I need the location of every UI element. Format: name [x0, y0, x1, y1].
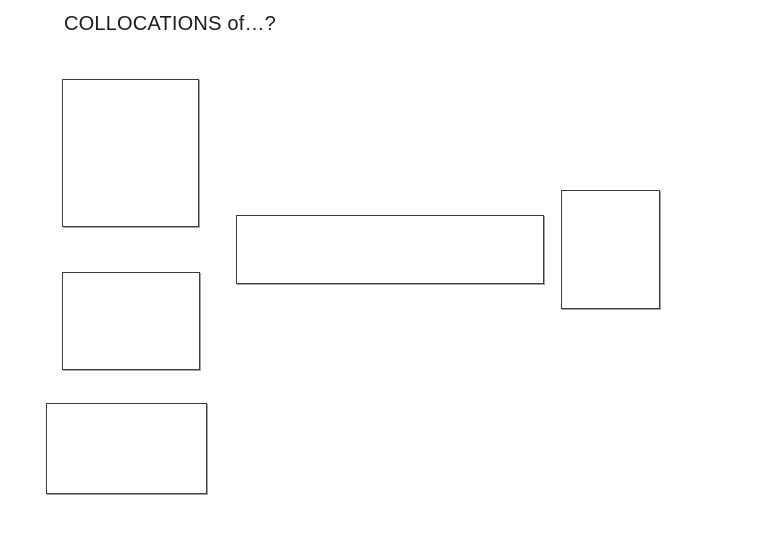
empty-box-bottom-left[interactable] [46, 403, 207, 494]
empty-box-center-wide[interactable] [236, 215, 544, 284]
slide-title: COLLOCATIONS of…? [64, 13, 276, 35]
empty-box-top-left[interactable] [62, 79, 199, 227]
empty-box-right[interactable] [561, 190, 660, 309]
empty-box-middle-left[interactable] [62, 272, 200, 370]
